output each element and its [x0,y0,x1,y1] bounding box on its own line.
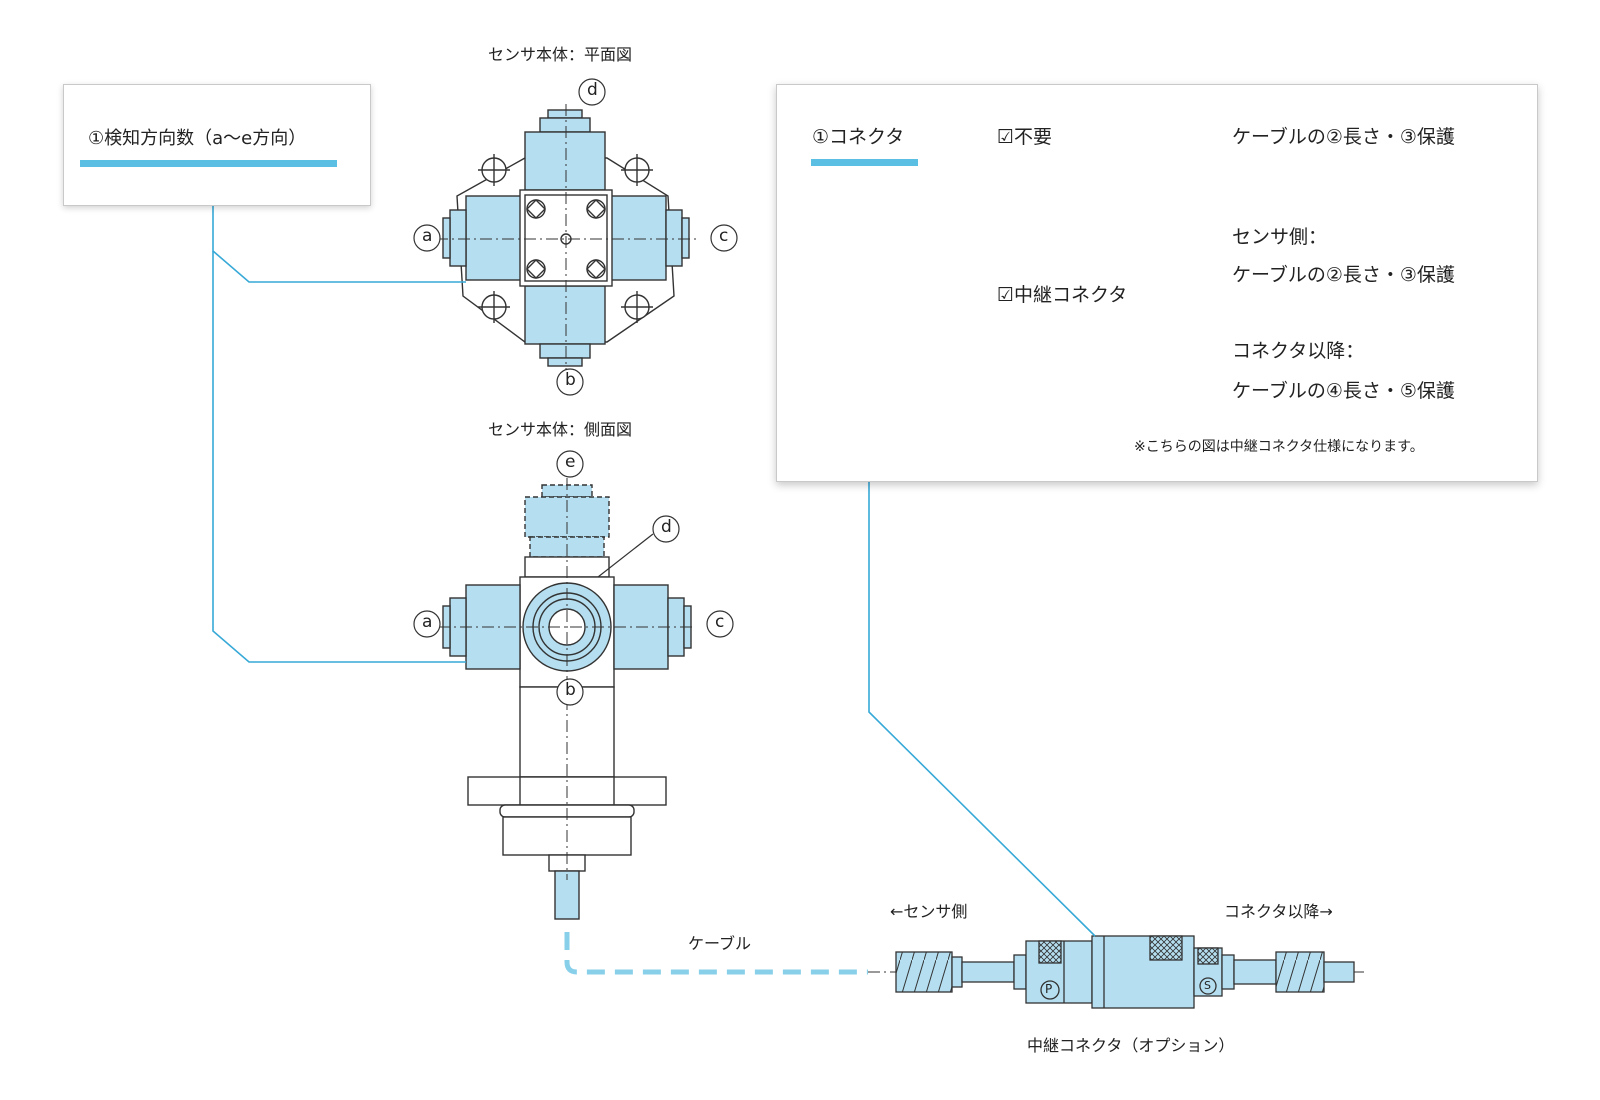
connector-note: ※こちらの図は中継コネクタ仕様になります。 [1134,439,1424,455]
mounting-holes [478,154,653,323]
side-label-c: c [715,612,725,632]
top-sensor-c [607,195,690,281]
relay-after-title: コネクタ以降： [1232,340,1365,362]
relay-left-thread [895,951,953,993]
detection-direction-callout [63,84,371,206]
option-none-label: ☑不要 [997,126,1053,148]
cable-label: ケーブル [688,934,752,953]
relay-p-letter: P [1045,982,1053,996]
top-label-a: a [422,226,433,246]
connector-root-underline [811,159,918,166]
relay-s-letter: S [1204,979,1211,992]
top-view [436,104,696,372]
relay-caption: 中継コネクタ（オプション） [1027,1036,1235,1055]
top-sensor-d [524,109,606,191]
connector-options-box [776,84,1538,482]
connector-root-label: ①コネクタ [812,126,905,148]
relay-right-thread [1275,951,1325,993]
side-label-a: a [422,612,433,632]
top-center-lines [436,104,696,372]
side-view-title: センサ本体：側面図 [488,420,633,439]
top-sensor-b [524,285,606,367]
side-label-b: b [565,680,576,700]
side-leader-d [597,533,654,578]
direction-circles [413,78,738,706]
top-view-title: センサ本体：平面図 [488,45,633,64]
relay-after-detail: ケーブルの④長さ・⑤保護 [1232,380,1455,402]
cable-dashed-line [564,932,868,975]
top-label-b: b [565,370,576,390]
option-none-result: ケーブルの②長さ・③保護 [1232,126,1455,148]
relay-p-mark [1040,980,1060,1000]
side-label-e: e [565,452,576,472]
leader-callout-to-top-view [212,167,466,283]
top-label-d: d [587,80,598,100]
leader-callout-to-side-view [212,251,466,663]
side-label-d: d [661,517,672,537]
detection-direction-label: ①検知方向数（a〜e方向） [88,128,307,149]
relay-s-mark [1199,977,1217,995]
detection-direction-underline [80,160,337,167]
relay-right-label: コネクタ以降→ [1224,902,1333,921]
relay-connector [868,935,1368,1009]
relay-sensor-side-title: センサ側： [1232,226,1328,248]
relay-sensor-side-detail: ケーブルの②長さ・③保護 [1232,264,1455,286]
option-relay-label: ☑中継コネクタ [997,284,1128,306]
relay-left-label: ←センサ側 [890,902,968,921]
top-label-c: c [719,226,729,246]
top-sensor-a [442,195,525,281]
